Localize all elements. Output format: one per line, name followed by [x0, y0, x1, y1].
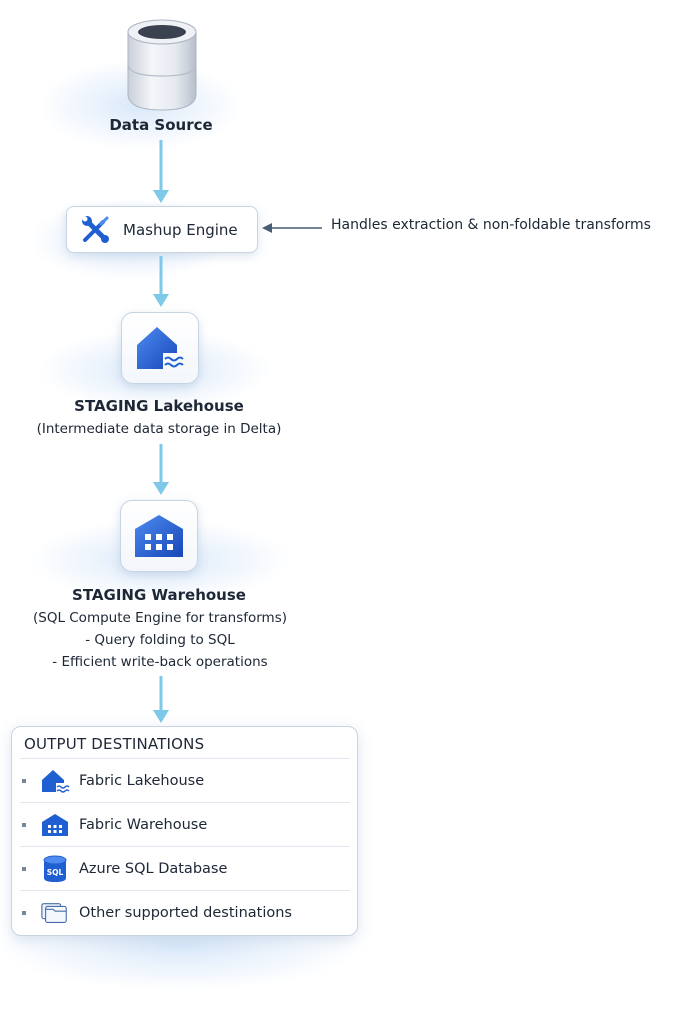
staging-warehouse-line-3: - Efficient write-back operations [52, 654, 268, 670]
lakehouse-icon [137, 327, 184, 369]
folders-icon [40, 899, 70, 927]
destination-item: Other supported destinations [20, 890, 350, 935]
staging-lakehouse-tile [121, 312, 199, 384]
bullet [22, 911, 26, 915]
destination-item: Fabric Lakehouse [20, 758, 350, 803]
bullet [22, 823, 26, 827]
destination-label: Fabric Warehouse [79, 817, 208, 833]
staging-warehouse-title: STAGING Warehouse [72, 586, 246, 604]
warehouse-icon [40, 811, 70, 839]
mashup-engine-label: Mashup Engine [123, 220, 238, 239]
destination-item: SQL Azure SQL Database [20, 846, 350, 891]
output-destinations-title: OUTPUT DESTINATIONS [24, 735, 205, 753]
staging-warehouse-tile [120, 500, 198, 572]
flow-arrow-2 [153, 256, 169, 307]
annotation-text: Handles extraction & non-foldable transf… [331, 217, 651, 233]
flow-arrow-1 [153, 140, 169, 203]
bullet [22, 867, 26, 871]
flow-arrow-4 [153, 676, 169, 723]
staging-warehouse-line-1: (SQL Compute Engine for transforms) [32, 610, 288, 626]
database-icon [127, 19, 197, 111]
tools-icon [82, 215, 109, 243]
destination-item: Fabric Warehouse [20, 802, 350, 847]
sql-database-icon-text: SQL [47, 868, 64, 877]
staging-warehouse-line-2: - Query folding to SQL [85, 632, 235, 648]
data-source-node [120, 14, 204, 114]
annotation-arrow [262, 223, 322, 233]
output-destinations-card: OUTPUT DESTINATIONS Fabric Lakehouse [11, 726, 358, 936]
staging-lakehouse-subtitle: (Intermediate data storage in Delta) [36, 421, 282, 437]
destination-label: Azure SQL Database [79, 861, 228, 877]
staging-lakehouse-title: STAGING Lakehouse [74, 397, 244, 415]
sql-database-icon: SQL [40, 855, 70, 883]
destination-label: Other supported destinations [79, 905, 292, 921]
data-source-label: Data Source [109, 116, 213, 134]
lakehouse-icon [40, 767, 70, 795]
destination-label: Fabric Lakehouse [79, 773, 205, 789]
flow-arrow-3 [153, 444, 169, 495]
warehouse-icon [135, 515, 183, 557]
mashup-engine-node: Mashup Engine [66, 206, 258, 253]
bullet [22, 779, 26, 783]
